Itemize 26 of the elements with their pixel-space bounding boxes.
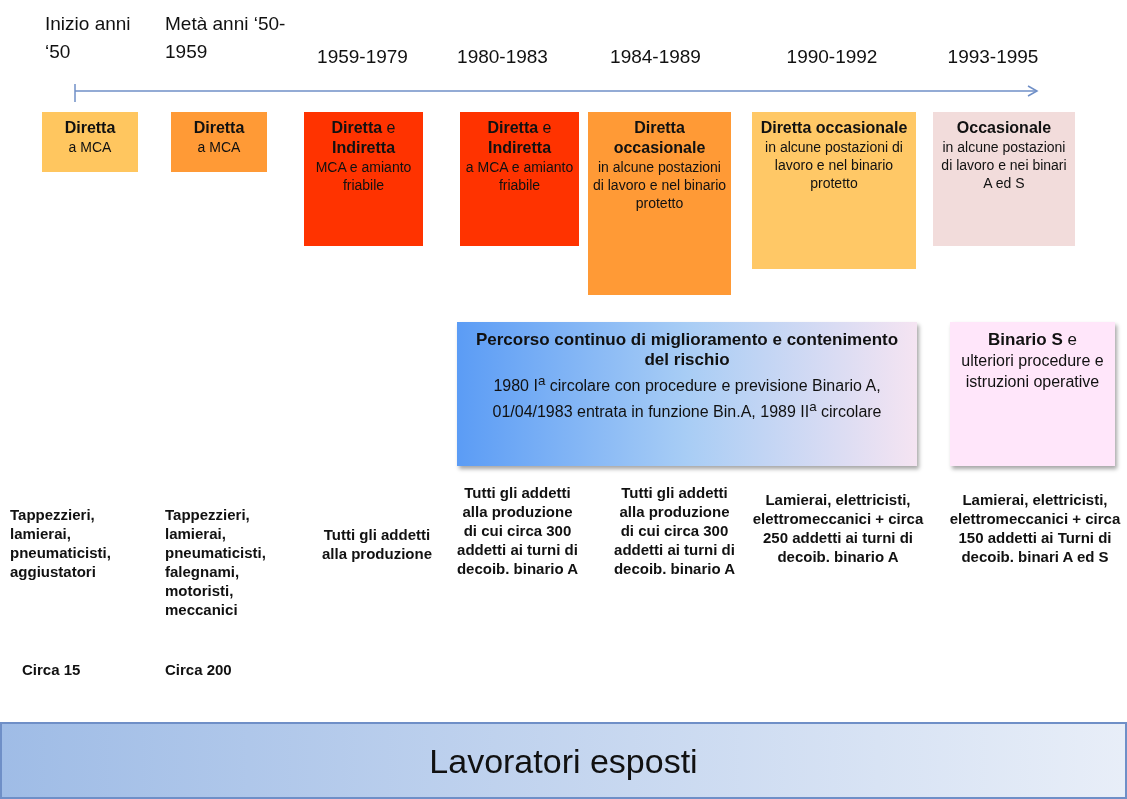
workers-text: Tutti gli addetti alla produzione <box>321 525 433 563</box>
count-label: Circa 200 <box>165 660 233 679</box>
exposure-box: Diretta a MCA <box>42 112 138 172</box>
exposure-box: Diretta occasionale in alcune postazioni di lavoro e nel binario protetto <box>588 112 731 295</box>
exposure-box: Occasionale in alcune postazioni di lavoro e nei binari A ed S <box>933 112 1075 246</box>
period-label: 1990-1992 <box>785 45 879 69</box>
footer-banner: Lavoratori esposti <box>0 722 1127 799</box>
period-label: 1959-1979 <box>316 45 409 69</box>
period-label: 1980-1983 <box>456 45 549 69</box>
workers-text: Lamierai, elettricisti, elettromeccanici + circa 150 addetti ai Turni di decoib. binari A ed S <box>948 490 1122 566</box>
workers-text: Lamierai, elettricisti, elettromeccanici + circa 250 addetti ai turni di decoib. binario A <box>751 490 925 566</box>
period-label: Inizio anni ‘50 <box>45 12 132 64</box>
exposure-box: Diretta e Indiretta a MCA e amianto friabile <box>460 112 579 246</box>
workers-text: Tutti gli addetti alla produzione di cui circa 300 addetti ai turni di decoib. binario A <box>455 483 580 578</box>
exposure-box: Diretta occasionale in alcune postazioni di lavoro e nel binario protetto <box>752 112 916 269</box>
workers-text: Tappezzieri, lamierai, pneumaticisti, falegnami, motoristi, meccanici <box>165 505 267 619</box>
measures-box: Percorso continuo di miglioramento e contenimento del rischio 1980 I$^{a}$ circolare con procedure e previsione Binario A, 01/04/1983 entrata in funzione Bin.A, 1989 II$^{a}$ circolare <box>457 322 917 466</box>
workers-text: Tappezzieri, lamierai, pneumaticisti, aggiustatori <box>10 505 112 581</box>
measures-box: Binario S e ulteriori procedure e istruzioni operative <box>950 322 1115 466</box>
exposure-box: Diretta a MCA <box>171 112 267 172</box>
exposure-box: Diretta e Indiretta MCA e amianto friabile <box>304 112 423 246</box>
period-label: 1993-1995 <box>946 45 1040 69</box>
period-label: 1984-1989 <box>609 45 702 69</box>
workers-text: Tutti gli addetti alla produzione di cui circa 300 addetti ai turni di decoib. binario A <box>612 483 737 578</box>
count-label: Circa 15 <box>22 660 82 679</box>
period-label: Metà anni ‘50-1959 <box>165 12 287 64</box>
